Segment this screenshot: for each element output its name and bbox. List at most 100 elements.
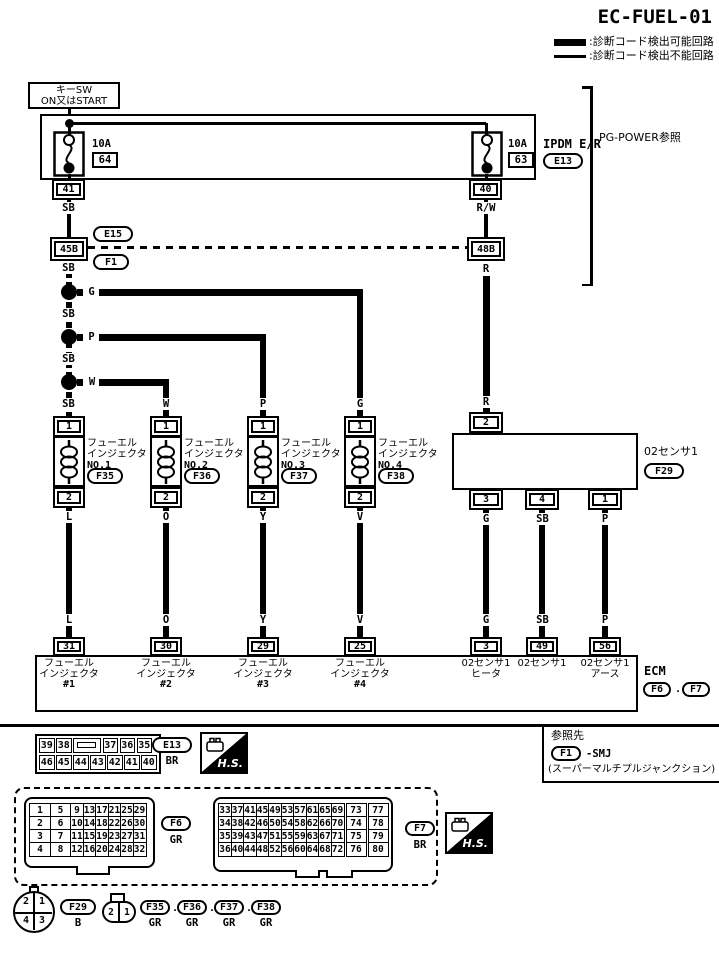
pg-power-ref: PG-POWER参照 xyxy=(599,131,681,144)
injector2-body xyxy=(150,436,182,487)
wire-fuse64-bottom xyxy=(67,174,71,180)
pin-cell: 44 xyxy=(73,754,89,770)
injector4-body xyxy=(344,436,376,487)
harness-split-line xyxy=(88,246,467,249)
key-switch-line2: ON又はSTART xyxy=(40,96,108,107)
o2sensor-label: 02センサ1 xyxy=(644,445,698,458)
section-divider xyxy=(0,724,719,727)
reference-smj: -SMJ xyxy=(586,748,612,760)
injector1-terminal-1: 1 xyxy=(53,416,85,437)
wire-label-g: G xyxy=(353,398,367,410)
wire-label-w: W xyxy=(85,376,99,388)
ecm-terminal-25: 25 xyxy=(344,637,376,656)
wire-label-v: V xyxy=(353,511,367,523)
o2sensor-body xyxy=(452,433,638,490)
wire-w-horizontal xyxy=(99,379,169,386)
list-separator: . xyxy=(246,903,253,914)
connector-f37-color: GR xyxy=(222,917,236,929)
injector3-terminal-2: 2 xyxy=(247,487,279,508)
pin-cell: 2 xyxy=(23,896,30,907)
injector4-terminal-2: 2 xyxy=(344,487,376,508)
wire-label-g: G xyxy=(479,513,493,525)
pin-cell: 4 xyxy=(23,915,30,926)
wire-w-vertical xyxy=(162,379,169,416)
ecm-pin29-label: フューエル インジェクタ #3 xyxy=(233,658,293,690)
wire-rw-40-48b xyxy=(483,200,488,237)
wire-fuse64-top xyxy=(67,123,71,135)
reference-heading: 参照先 xyxy=(551,729,584,742)
hs-label: H.S. xyxy=(217,757,244,770)
injector1-label: フューエル インジェクタ NO.1 xyxy=(87,438,147,471)
pin-cell: 31 xyxy=(132,829,147,844)
connector-e13-pinout-ref: E13 xyxy=(152,737,192,753)
connector-f7-color: BR xyxy=(413,839,427,851)
list-separator: . xyxy=(209,903,216,914)
bracket-line xyxy=(590,86,593,286)
wire-label-g: G xyxy=(479,614,493,626)
legend-undetectable-label: :診断コード検出不能回路 xyxy=(589,49,714,62)
connector-f6-pinout-ref: F6 xyxy=(161,816,191,831)
pin-cell: 1 xyxy=(124,906,130,918)
connector-e13-ref: E13 xyxy=(543,153,583,169)
pin-cell: 39 xyxy=(39,738,55,753)
wire-label-sb: SB xyxy=(531,513,554,525)
legend-thin-line xyxy=(554,55,586,58)
wire-label-sb: SB xyxy=(57,398,80,410)
ecm-label: ECM xyxy=(644,664,666,678)
reference-note: (スーパーマルチプルジャンクション) xyxy=(548,764,716,775)
connector-f29-pinout-ref: F29 xyxy=(60,899,96,915)
connector-f1-ref2: F1 xyxy=(551,746,581,761)
connector-f7-pinout-ref: F7 xyxy=(405,821,435,836)
legend-thick-line xyxy=(554,39,586,46)
wire-y-vertical xyxy=(260,508,266,638)
pin-cell: 35 xyxy=(136,738,152,753)
junction-dot-w xyxy=(61,374,77,390)
wire-g-vertical xyxy=(356,289,363,416)
pinout-f7-tab xyxy=(295,870,320,878)
ecm-terminal-56: 56 xyxy=(589,637,621,656)
harness-connector-icon xyxy=(451,817,469,832)
ecm-pin30-label: フューエル インジェクタ #2 xyxy=(136,658,196,690)
ipdm-er-label: IPDM E/R xyxy=(543,137,601,151)
pin-cell: 41 xyxy=(124,754,140,770)
wire-l-vertical xyxy=(66,508,72,638)
ipdm-er-box xyxy=(40,114,536,180)
key-switch-line1: キーSW xyxy=(55,85,93,96)
connector-f29-color: B xyxy=(74,917,82,929)
wire-o-vertical xyxy=(163,508,169,638)
wire-label-g: G xyxy=(85,286,98,298)
ecm-terminal-29: 29 xyxy=(247,637,279,656)
ecm-pin49-label: 02センサ1 xyxy=(517,658,567,669)
wire-label-sb: SB xyxy=(57,353,80,365)
hs-mark: H.S. xyxy=(445,812,493,854)
pin-row: 39 38 37 36 35 xyxy=(39,738,157,753)
pin-cell: 37 xyxy=(102,738,118,753)
wire-g-horizontal xyxy=(99,289,363,296)
pinout-f7-tab2 xyxy=(326,870,353,878)
pin-cell: 2 xyxy=(104,903,120,921)
connector-f29-ref: F29 xyxy=(644,463,684,479)
junction-dot-g xyxy=(61,284,77,300)
wire-label-rw: R/W xyxy=(471,202,501,214)
pinout-injector-connector: 2 1 xyxy=(102,901,136,923)
wire-stub xyxy=(77,379,83,386)
list-separator: . xyxy=(172,903,179,914)
wire-label-o: O xyxy=(159,511,173,523)
ecm-pin31-label: フューエル インジェクタ #1 xyxy=(39,658,99,690)
wire-fuse63-bottom xyxy=(484,174,488,180)
o2sensor-terminal-1: 1 xyxy=(588,489,622,510)
wire-label-p: P xyxy=(256,398,270,410)
connector-f36-ref: F36 xyxy=(184,468,220,484)
connector-f36-pinout-ref: F36 xyxy=(177,900,207,915)
wire-label-r: R xyxy=(479,263,493,275)
wire-sb-41-45b xyxy=(66,200,71,237)
wire-label-v: V xyxy=(353,614,367,626)
connector-f38-pinout-ref: F38 xyxy=(251,900,281,915)
wire-label-p: P xyxy=(598,513,612,525)
bracket-tick-bottom xyxy=(582,283,590,286)
injector3-body xyxy=(247,436,279,487)
